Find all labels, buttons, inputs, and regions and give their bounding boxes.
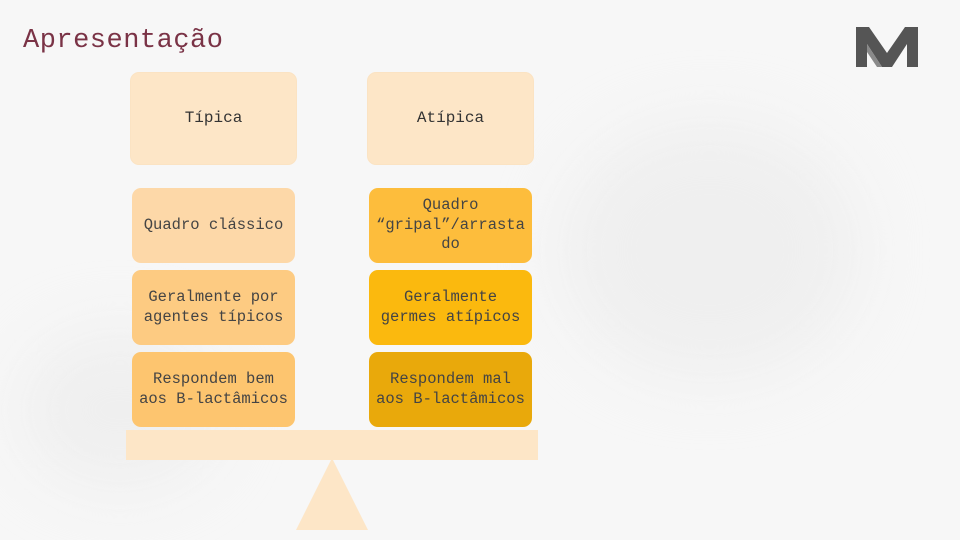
left-row-2: Geralmente por agentes típicos xyxy=(132,270,295,345)
background-decoration xyxy=(560,120,860,380)
left-row-1: Quadro clássico xyxy=(132,188,295,263)
right-row-3: Respondem mal aos B-lactâmicos xyxy=(369,352,532,427)
header-tipica: Típica xyxy=(130,72,297,165)
slide-title: Apresentação xyxy=(23,26,224,56)
header-atipica: Atípica xyxy=(367,72,534,165)
m-logo-icon xyxy=(856,27,918,67)
balance-fulcrum xyxy=(296,458,368,530)
right-row-2: Geralmente germes atípicos xyxy=(369,270,532,345)
right-row-1: Quadro “gripal”/arrastado xyxy=(369,188,532,263)
left-row-3: Respondem bem aos B-lactâmicos xyxy=(132,352,295,427)
balance-beam xyxy=(126,430,538,460)
